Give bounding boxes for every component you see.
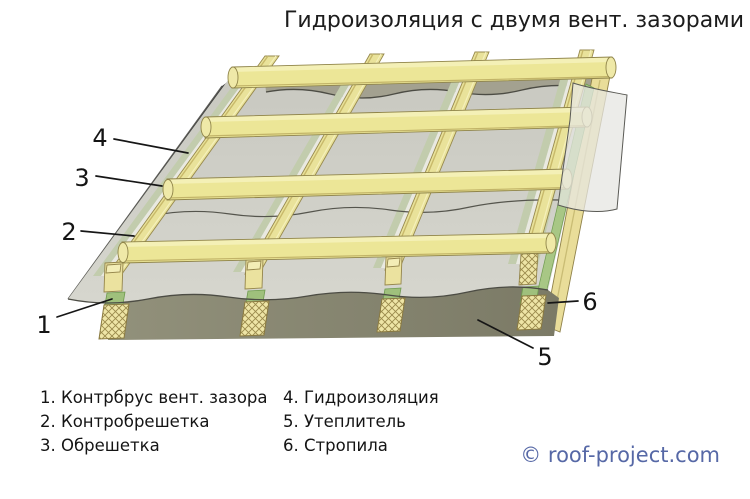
callout-6: 6 [582,288,598,316]
battens-lower [117,106,593,264]
callout-4: 4 [92,124,108,152]
legend-item-2: 2. Контробрешетка [40,412,210,431]
membrane-right-flap [557,82,628,213]
legend-item-6: 6. Стропила [283,436,388,455]
callout-3: 3 [74,164,90,192]
membrane-bottom-edge [67,286,549,304]
counter-batten-ends [103,252,539,293]
callout-1: 1 [36,311,52,339]
membrane-lap-line [149,199,561,218]
legend-item-5: 5. Утеплитель [283,412,406,431]
counter-battens [104,49,595,279]
insulation-front [104,286,559,340]
callout-5: 5 [537,343,553,371]
callout-2: 2 [61,218,77,246]
callout-leader-lines [56,138,579,349]
rafter-ends [98,294,547,340]
batten-top [227,56,617,89]
site-watermark: © roof-project.com [520,443,720,467]
diagram-title: Гидроизоляция с двумя вент. зазорами [284,8,745,33]
legend-item-4: 4. Гидроизоляция [283,388,439,407]
legend-item-1: 1. Контрбрус вент. зазора [40,388,268,407]
legend-item-3: 3. Обрешетка [40,436,160,455]
